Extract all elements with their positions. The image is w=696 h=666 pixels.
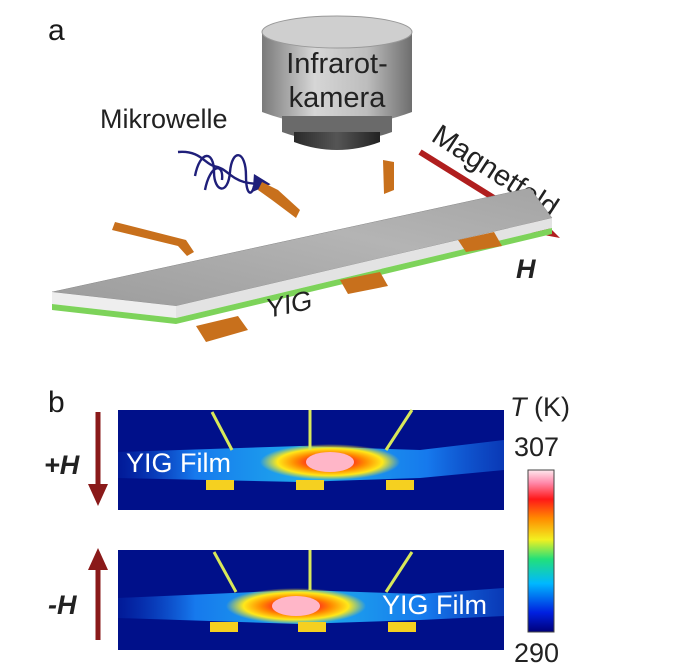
colorbar-title-var: T <box>510 392 529 422</box>
thermal-image-plus-h: YIG Film <box>118 409 504 510</box>
colorbar-title: T (K) <box>510 392 570 422</box>
camera-label-line2: kamera <box>289 82 387 114</box>
field-symbol-label: H <box>516 254 536 284</box>
yig-film-label-top: YIG Film <box>126 448 231 478</box>
minus-h-label: -H <box>48 590 77 620</box>
colorbar <box>527 469 555 633</box>
microwave-label: Mikrowelle <box>100 104 228 134</box>
microwave-wave-icon <box>177 150 271 194</box>
panel-b-letter: b <box>48 386 65 419</box>
plus-h-down-arrow <box>88 412 108 506</box>
infrared-camera: Infrarot- kamera <box>261 15 413 150</box>
minus-h-up-arrow <box>88 548 108 640</box>
colorbar-max-label: 307 <box>514 432 559 462</box>
colorbar-title-unit: (K) <box>527 392 571 422</box>
panel-a-letter: a <box>48 14 65 47</box>
camera-label-line1: Infrarot- <box>286 48 388 80</box>
contact-pads-front <box>196 232 502 342</box>
plus-h-label: +H <box>44 450 80 480</box>
thermal-image-minus-h: YIG Film <box>118 550 504 650</box>
yig-film-label-bottom: YIG Film <box>382 590 487 620</box>
contact-pads-back <box>112 160 394 256</box>
colorbar-min-label: 290 <box>514 638 559 666</box>
